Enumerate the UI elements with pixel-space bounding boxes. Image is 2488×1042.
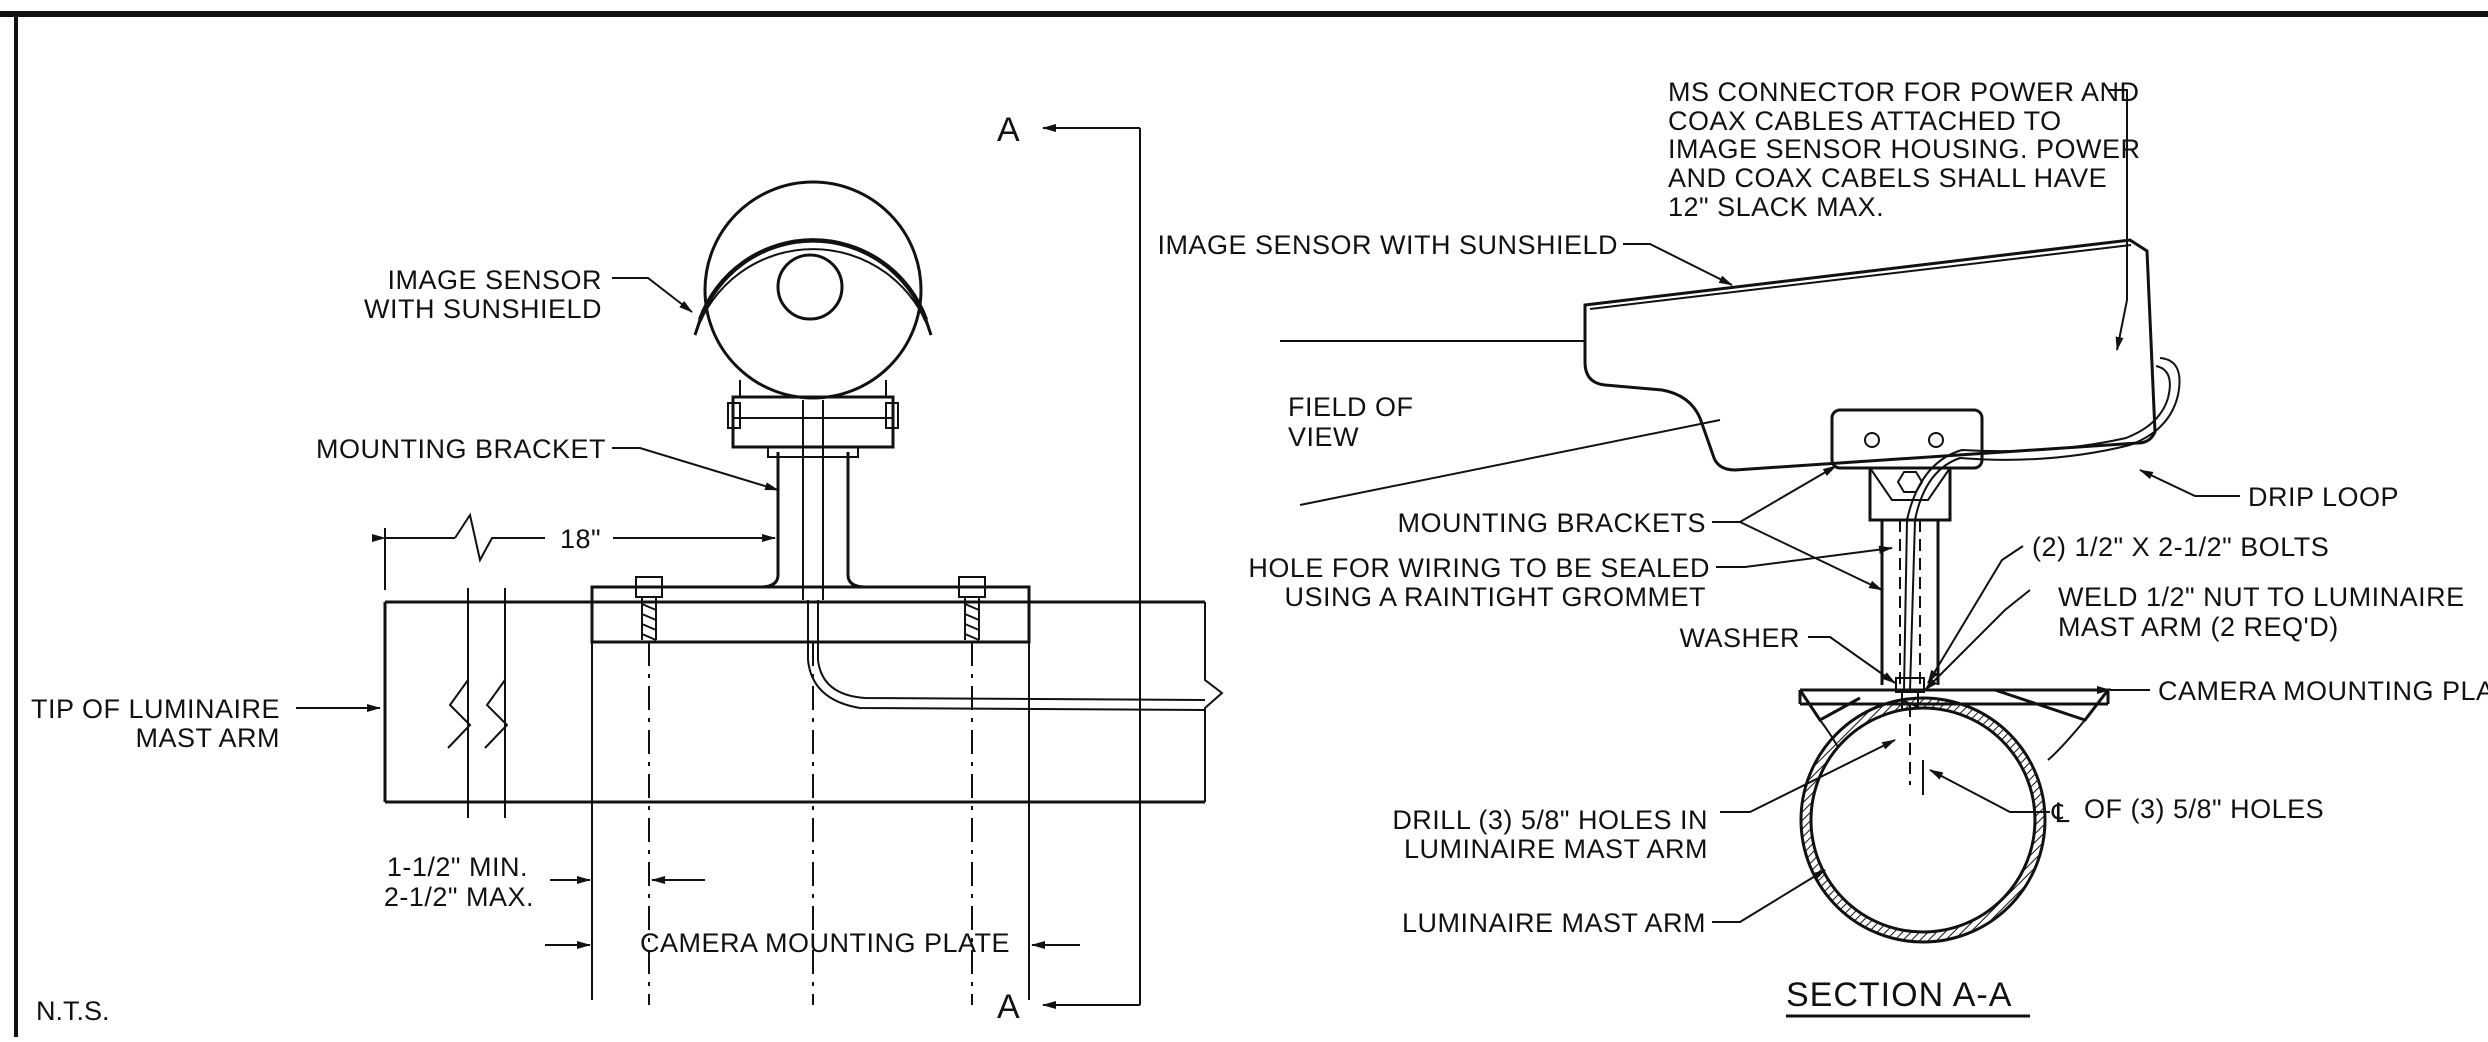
section-mark-top: A: [997, 111, 1021, 149]
image-sensor-elevation: [693, 180, 933, 400]
image-sensor-side: [1583, 238, 2157, 472]
label-ms-connector-3: IMAGE SENSOR HOUSING. POWER: [1668, 134, 2141, 164]
mounting-bracket-elevation: [759, 452, 867, 589]
dimension-18: [372, 512, 779, 590]
sheet-border: [0, 11, 2488, 1037]
label-weld-nut-2: MAST ARM (2 REQ'D): [2058, 612, 2339, 642]
label-ms-connector-2: COAX CABLES ATTACHED TO: [1668, 106, 2062, 136]
label-dimension-18: 18": [560, 524, 601, 554]
label-ms-connector-4: AND COAX CABELS SHALL HAVE: [1668, 163, 2107, 193]
label-drip-loop: DRIP LOOP: [2248, 482, 2399, 512]
label-image-sensor-2: WITH SUNSHIELD: [364, 294, 602, 324]
section-mark-bottom: A: [997, 988, 1021, 1026]
centerline-symbol: ℄: [2051, 798, 2070, 828]
pivot-bracket: [1868, 468, 1952, 522]
label-image-sensor-1: IMAGE SENSOR: [387, 265, 602, 295]
label-tip-arm-1: TIP OF LUMINAIRE: [31, 694, 280, 724]
label-mounting-bracket: MOUNTING BRACKET: [316, 434, 606, 464]
label-weld-nut-1: WELD 1/2" NUT TO LUMINAIRE: [2058, 582, 2465, 612]
label-field-of-view-2: VIEW: [1288, 422, 1359, 452]
field-of-view-bottom: [1299, 419, 1721, 506]
label-tip-arm-2: MAST ARM: [135, 723, 280, 753]
bolt-right: [958, 576, 986, 641]
label-image-sensor-section: IMAGE SENSOR WITH SUNSHIELD: [1157, 230, 1618, 260]
label-hole-wiring-1: HOLE FOR WIRING TO BE SEALED: [1248, 553, 1710, 583]
label-edge-2: 2-1/2" MAX.: [384, 882, 534, 912]
sensor-mount-block: [1830, 408, 1984, 470]
label-drill-holes-1: DRILL (3) 5/8" HOLES IN: [1392, 805, 1708, 835]
label-centerline-holes: OF (3) 5/8" HOLES: [2084, 794, 2324, 824]
section-cut-line: [1042, 124, 1141, 1009]
mast-arm-section: [1799, 696, 2047, 944]
label-field-of-view-1: FIELD OF: [1288, 392, 1414, 422]
sensor-clamp: [727, 380, 899, 458]
mast-arm-elevation: [383, 588, 1224, 818]
label-mounting-brackets: MOUNTING BRACKETS: [1397, 508, 1706, 538]
label-hole-wiring-2: USING A RAINTIGHT GROMMET: [1284, 582, 1706, 612]
label-ms-connector-1: MS CONNECTOR FOR POWER AND: [1668, 77, 2140, 107]
wire-elevation: [807, 600, 1206, 711]
section-title: SECTION A-A: [1786, 976, 2012, 1014]
note-nts: N.T.S.: [36, 996, 110, 1026]
label-camera-plate-section: CAMERA MOUNTING PLATE: [2158, 676, 2488, 706]
section-view: MS CONNECTOR FOR POWER AND COAX CABLES A…: [1157, 77, 2488, 1018]
elevation-view: IMAGE SENSOR WITH SUNSHIELD MOUNTING BRA…: [31, 111, 1224, 1026]
label-mast-arm-section: LUMINAIRE MAST ARM: [1402, 908, 1706, 938]
label-washer: WASHER: [1679, 623, 1800, 653]
label-bolts: (2) 1/2" X 2-1/2" BOLTS: [2032, 532, 2329, 562]
dimension-edge: [545, 642, 1080, 1000]
label-camera-plate-elevation: CAMERA MOUNTING PLATE: [640, 928, 1010, 958]
label-edge-1: 1-1/2" MIN.: [387, 852, 528, 882]
camera-mounting-plate-elevation: [590, 585, 1031, 644]
label-ms-connector-5: 12" SLACK MAX.: [1668, 192, 1884, 222]
bolt-left: [635, 576, 663, 641]
label-drill-holes-2: LUMINAIRE MAST ARM: [1404, 834, 1708, 864]
drip-loop-wire: [1903, 357, 2181, 691]
